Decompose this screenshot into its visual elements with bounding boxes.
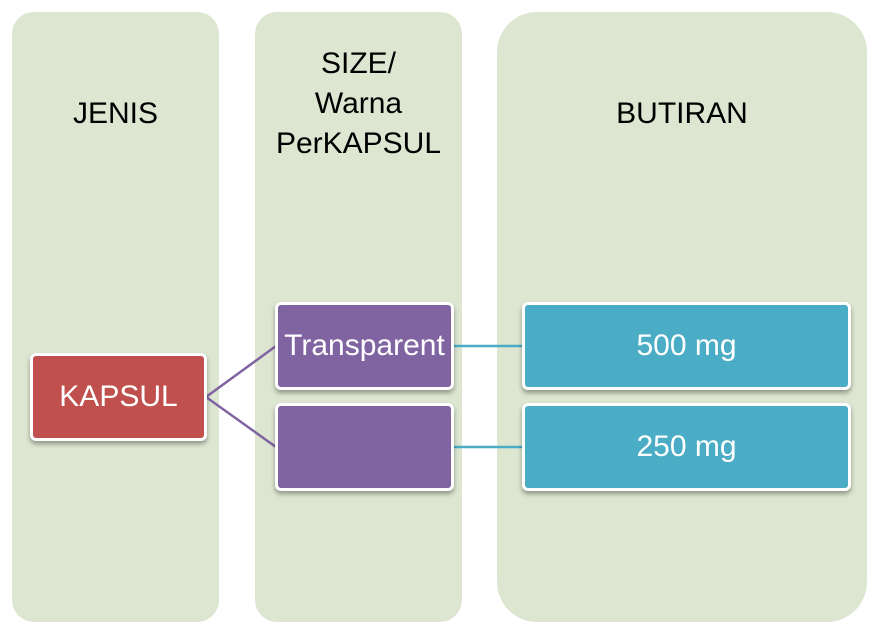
- node-size-transparent: Transparent: [275, 302, 454, 390]
- node-detail-250mg: 250 mg: [522, 403, 851, 491]
- node-detail-500mg: 500 mg: [522, 302, 851, 390]
- node-kapsul: KAPSUL: [30, 353, 207, 441]
- column-jenis: JENIS: [12, 12, 219, 622]
- column-header-jenis: JENIS: [72, 97, 159, 130]
- column-header-size-warna: SIZE/ Warna PerKAPSUL: [275, 47, 442, 160]
- column-header-butiran: BUTIRAN: [616, 97, 748, 130]
- node-size-empty: [275, 403, 454, 491]
